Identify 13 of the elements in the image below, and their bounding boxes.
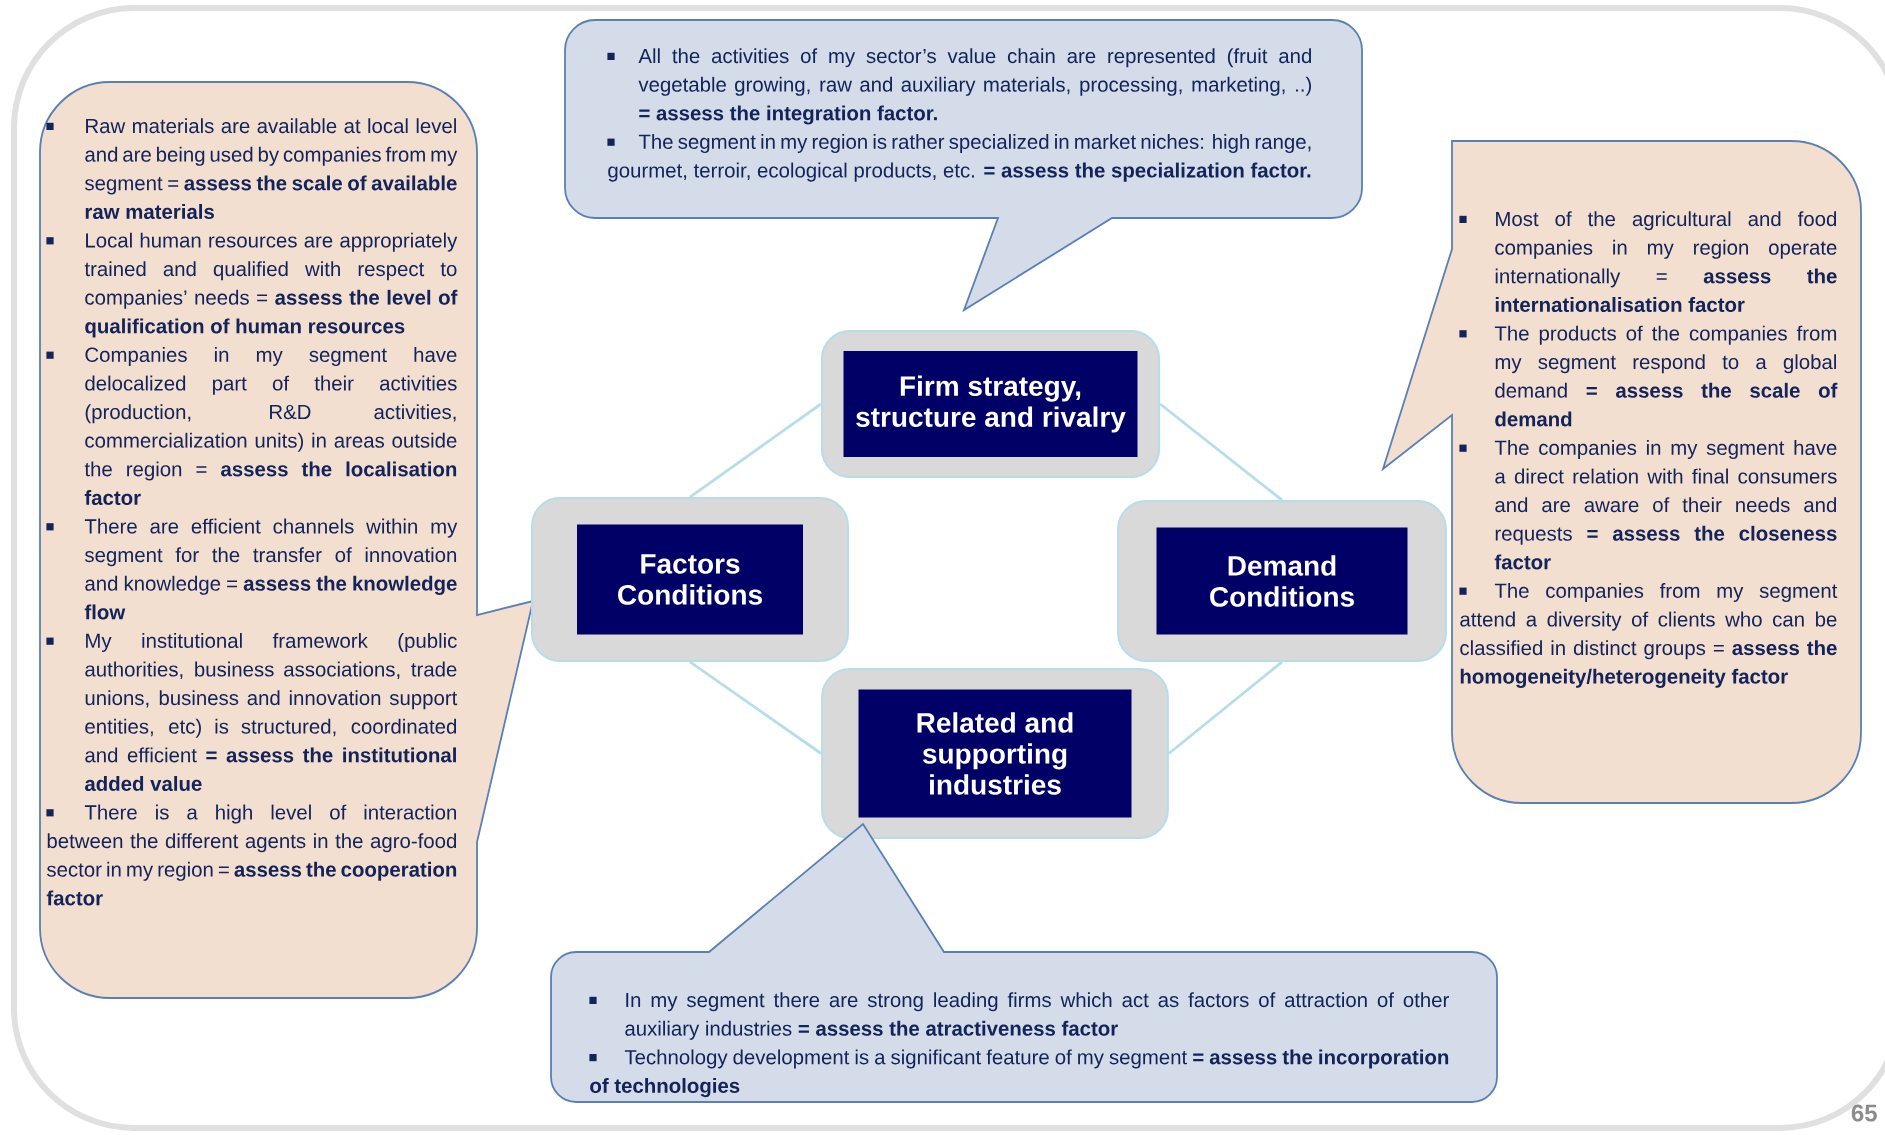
page-number: 65 — [1851, 1104, 1877, 1122]
factor-box: Related and supporting industries — [821, 668, 1169, 839]
factor-box: Factors Conditions — [531, 497, 849, 662]
speech-callout: In my segment there are strong leading firms which act as factors of attraction of other auxiliary industries = assess the atractiveness factor Technology development is a significant feature of my segment = assess the incorporation of technologies — [550, 823, 1498, 1103]
speech-callout: Most of the agricultural and food companies in my region operate internationally = assess the internationalisation factor The products of the companies from my segment respond to a global demand = assess the scale of demand The companies in my segment have a direct relation with final consumers and are aware of their needs and requests = assess the closeness factor The companies from my segment attend a diversity of clients who can be classified in distinct groups = assess the homogeneity/heterogeneity factor — [1382, 140, 1862, 804]
speech-callout: Raw materials are available at local level and are being used by companies from my segment = assess the scale of available raw materials Local human resources are appropriately trained and qualified with respect to companies’ needs = assess the level of qualification of human resources Companies in my segment have delocalized part of their activities (production, R&D activities, commercialization units) in areas outside the region = assess the localisation factor There are efficient channels within my segment for the transfer of innovation and knowledge = assess the knowledge flow My institutional framework (public authorities, business associations, trade unions, business and innovation support entities, etc) is structured, coordinated and efficient = assess the institutional added value There is a high level of interaction between the different agents in the agro-food sector in my region = assess the cooperation factor — [39, 81, 534, 999]
factor-box: Firm strategy, structure and rivalry — [820, 330, 1161, 478]
connector-line — [689, 660, 822, 755]
connector-line — [1159, 402, 1283, 502]
factor-box: Demand Conditions — [1117, 500, 1447, 662]
speech-callout: All the activities of my sector’s value chain are represented (fruit and vegetable growing, raw and auxiliary materials, processing, marketing, ..) = assess the integration factor. The segment in my region is rather specialized in market niches: high range, gourmet, terroir, ecological products, etc. = assess the specialization factor. — [564, 19, 1363, 311]
connector-line — [1168, 660, 1283, 755]
connector-line — [689, 402, 822, 499]
